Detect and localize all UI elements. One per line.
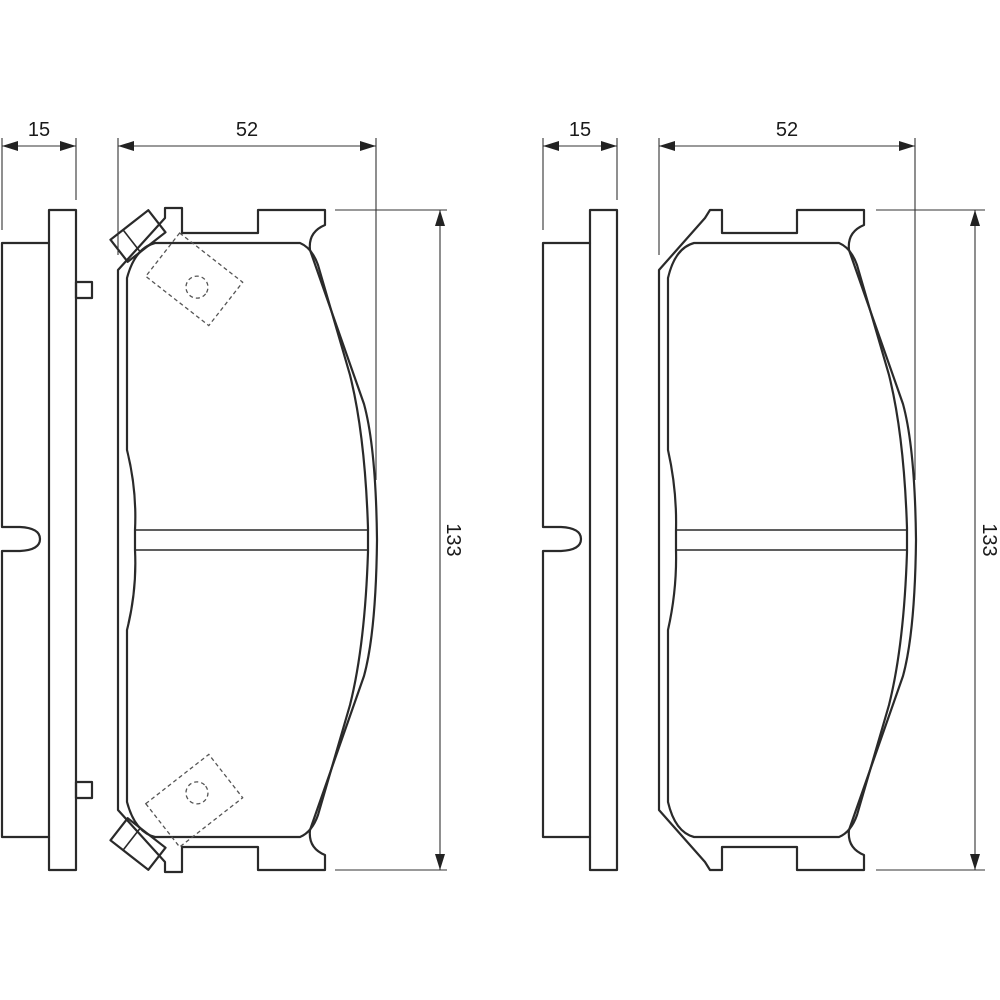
right-height-dimension: 133 xyxy=(876,209,1000,871)
left-clip-bottom-line xyxy=(122,827,141,851)
left-clip-top-line xyxy=(122,229,141,253)
left-clip-top-body xyxy=(109,209,167,263)
left-pin-bottom xyxy=(74,780,94,800)
left-thickness-arrow-1 xyxy=(2,141,18,151)
left-friction-lining-face xyxy=(125,241,370,839)
left-sensor-bottom-outline xyxy=(144,753,244,848)
left-thickness-label: 15 xyxy=(28,119,50,141)
right-width-dimension: 52 xyxy=(658,119,916,480)
left-thickness-dimension: 15 xyxy=(1,119,77,230)
left-width-label: 52 xyxy=(236,119,258,141)
right-width-arrow-1 xyxy=(659,141,675,151)
left-wear-sensor-bottom xyxy=(144,753,244,848)
right-height-label: 133 xyxy=(978,523,1000,556)
left-height-label: 133 xyxy=(442,523,464,556)
left-sensor-top-outline xyxy=(144,232,244,327)
right-width-label: 52 xyxy=(776,119,798,141)
right-height-arrow-1 xyxy=(970,210,980,226)
right-backing-plate-face xyxy=(657,208,918,872)
left-friction-lining-side xyxy=(0,241,51,839)
right-backing-plate-side xyxy=(588,208,619,872)
left-pad-set: 15 52 133 xyxy=(0,119,464,874)
left-width-arrow-2 xyxy=(360,141,376,151)
left-sensor-top-hole xyxy=(185,275,209,299)
left-height-arrow-2 xyxy=(435,854,445,870)
right-width-arrow-2 xyxy=(899,141,915,151)
left-sensor-clip-bottom xyxy=(109,817,167,871)
left-width-dimension: 52 xyxy=(117,119,377,480)
left-backing-plate-face xyxy=(116,206,379,874)
right-friction-lining-face xyxy=(666,241,909,839)
right-friction-lining-side xyxy=(541,241,592,839)
left-clip-bottom-body xyxy=(109,817,167,871)
left-height-dimension: 133 xyxy=(335,209,464,871)
left-sensor-clip-top xyxy=(109,209,167,263)
left-width-arrow-1 xyxy=(118,141,134,151)
left-pin-top xyxy=(74,280,94,300)
right-thickness-arrow-1 xyxy=(543,141,559,151)
right-height-arrow-2 xyxy=(970,854,980,870)
right-pad-set: 15 52 133 xyxy=(541,119,1000,872)
left-thickness-arrow-2 xyxy=(60,141,76,151)
left-backing-plate-side xyxy=(47,208,78,872)
left-wear-sensor-top xyxy=(144,232,244,327)
left-sensor-bottom-hole xyxy=(185,781,209,805)
right-thickness-dimension: 15 xyxy=(542,119,618,230)
right-thickness-label: 15 xyxy=(569,119,591,141)
left-height-arrow-1 xyxy=(435,210,445,226)
right-thickness-arrow-2 xyxy=(601,141,617,151)
